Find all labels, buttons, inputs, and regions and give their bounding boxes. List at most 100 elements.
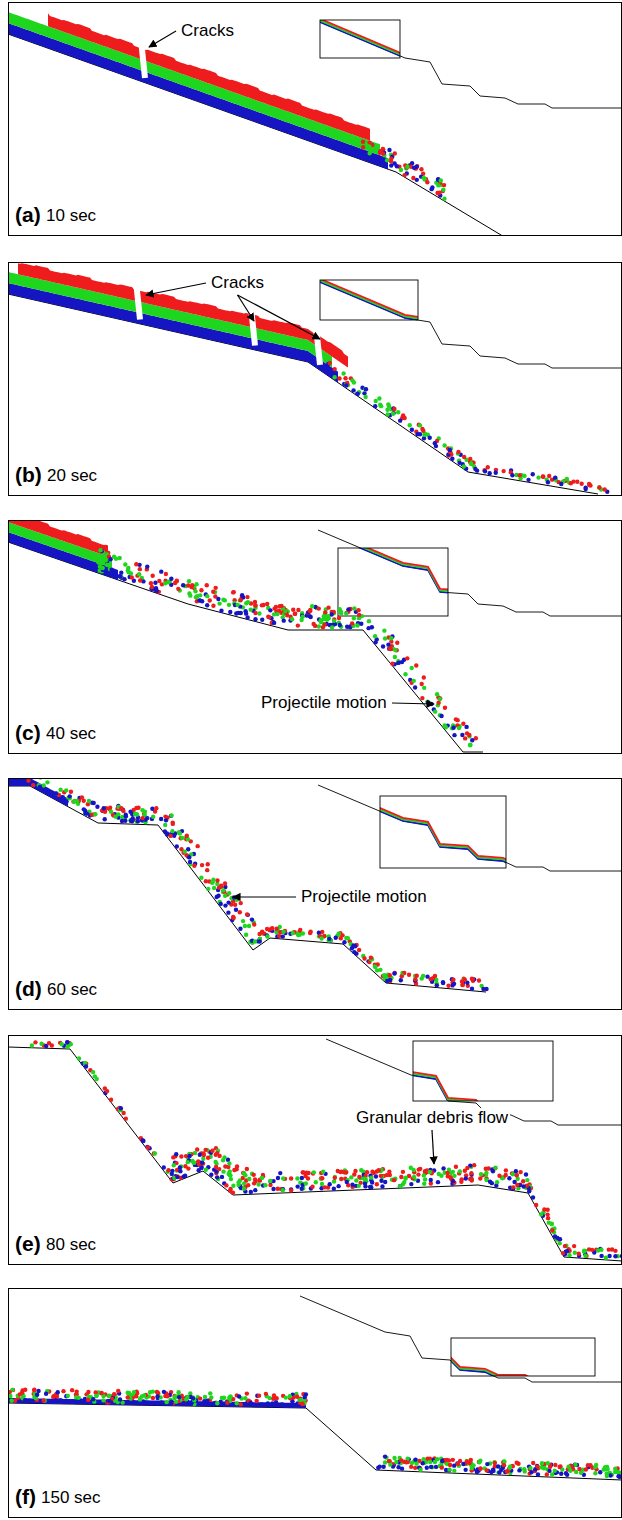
debris-particle	[245, 912, 249, 916]
debris-particle	[87, 799, 91, 803]
debris-particle	[553, 1469, 557, 1473]
debris-particle	[510, 1171, 514, 1175]
debris-particle	[122, 577, 126, 581]
debris-particle	[126, 1400, 130, 1404]
debris-particle	[355, 391, 359, 395]
debris-particle	[231, 590, 235, 594]
leader-arrow	[392, 703, 434, 704]
debris-particle	[573, 1462, 577, 1466]
debris-particle	[481, 987, 485, 991]
debris-particle	[140, 816, 144, 820]
debris-particle	[350, 1182, 354, 1186]
debris-particle	[460, 733, 464, 737]
debris-particle	[389, 647, 393, 651]
debris-particle	[332, 1179, 336, 1183]
debris-particle	[363, 395, 367, 399]
debris-particle	[231, 915, 235, 919]
debris-particle	[304, 1171, 308, 1175]
debris-particle	[223, 1164, 227, 1168]
debris-particle	[213, 586, 217, 590]
debris-particle	[514, 1169, 518, 1173]
debris-particle	[422, 1173, 426, 1177]
debris-particle	[462, 464, 466, 468]
debris-particle	[332, 1187, 336, 1191]
debris-particle	[558, 1241, 562, 1245]
debris-layer	[8, 778, 68, 807]
terrain-line	[8, 34, 506, 236]
debris-particle	[112, 1392, 116, 1396]
debris-particle	[441, 980, 445, 984]
debris-particle	[418, 432, 422, 436]
debris-particle	[165, 1393, 169, 1397]
debris-particle	[469, 1171, 473, 1175]
debris-particle	[381, 151, 385, 155]
debris-particle	[413, 685, 417, 689]
debris-particle	[280, 1402, 284, 1406]
debris-particle	[266, 614, 270, 618]
leader-arrow	[238, 295, 321, 339]
debris-particle	[383, 1454, 387, 1458]
debris-particle	[61, 1389, 65, 1393]
debris-particle	[169, 577, 173, 581]
debris-particle	[82, 807, 86, 811]
debris-particle	[245, 595, 249, 599]
debris-particle	[494, 471, 498, 475]
debris-particle	[217, 1154, 221, 1158]
debris-particle	[553, 1463, 557, 1467]
debris-particle	[74, 1389, 78, 1393]
panel-letter: (f)	[15, 1485, 36, 1509]
debris-particle	[108, 557, 112, 561]
debris-particle	[526, 478, 530, 482]
debris-particle	[253, 617, 257, 621]
debris-particle	[470, 987, 474, 991]
debris-particle	[321, 1170, 325, 1174]
debris-particle	[363, 1181, 367, 1185]
debris-particle	[400, 660, 404, 664]
debris-particle	[517, 1468, 521, 1472]
debris-particle	[295, 1176, 299, 1180]
debris-particle	[51, 1395, 55, 1399]
crack-gap	[250, 298, 255, 346]
debris-particle	[333, 1175, 337, 1179]
debris-particle	[373, 965, 377, 969]
debris-particle	[380, 1184, 384, 1188]
debris-particle	[487, 471, 491, 475]
debris-particle	[64, 799, 68, 803]
debris-particle	[278, 1171, 282, 1175]
debris-particle	[539, 1212, 543, 1216]
debris-particle	[186, 1160, 190, 1164]
debris-particle	[478, 1467, 482, 1471]
debris-particle	[114, 556, 118, 560]
debris-particle	[386, 402, 390, 406]
debris-particle	[205, 583, 209, 587]
debris-particle	[41, 1398, 45, 1402]
debris-particle	[313, 624, 317, 628]
debris-particle	[138, 567, 142, 571]
debris-particle	[445, 1171, 449, 1175]
debris-particle	[608, 1473, 612, 1477]
debris-particle	[478, 1458, 482, 1462]
debris-particle	[151, 1389, 155, 1393]
debris-particle	[250, 917, 254, 921]
debris-particle	[582, 1249, 586, 1253]
debris-particle	[443, 705, 447, 709]
debris-particle	[116, 1389, 120, 1393]
debris-layer	[18, 263, 348, 367]
debris-particle	[341, 371, 345, 375]
debris-particle	[64, 788, 68, 792]
debris-particle	[597, 485, 601, 489]
debris-particle	[253, 603, 257, 607]
debris-particle	[211, 604, 215, 608]
debris-particle	[95, 804, 99, 808]
debris-particle	[253, 939, 257, 943]
debris-particle	[561, 1251, 565, 1255]
debris-particle	[436, 1180, 440, 1184]
debris-particle	[422, 433, 426, 437]
debris-particle	[228, 1173, 232, 1177]
crack-gap	[140, 30, 145, 78]
debris-particle	[394, 1460, 398, 1464]
debris-particle	[522, 474, 526, 478]
debris-particle	[128, 810, 132, 814]
debris-particle	[332, 367, 336, 371]
debris-particle	[248, 1401, 252, 1405]
